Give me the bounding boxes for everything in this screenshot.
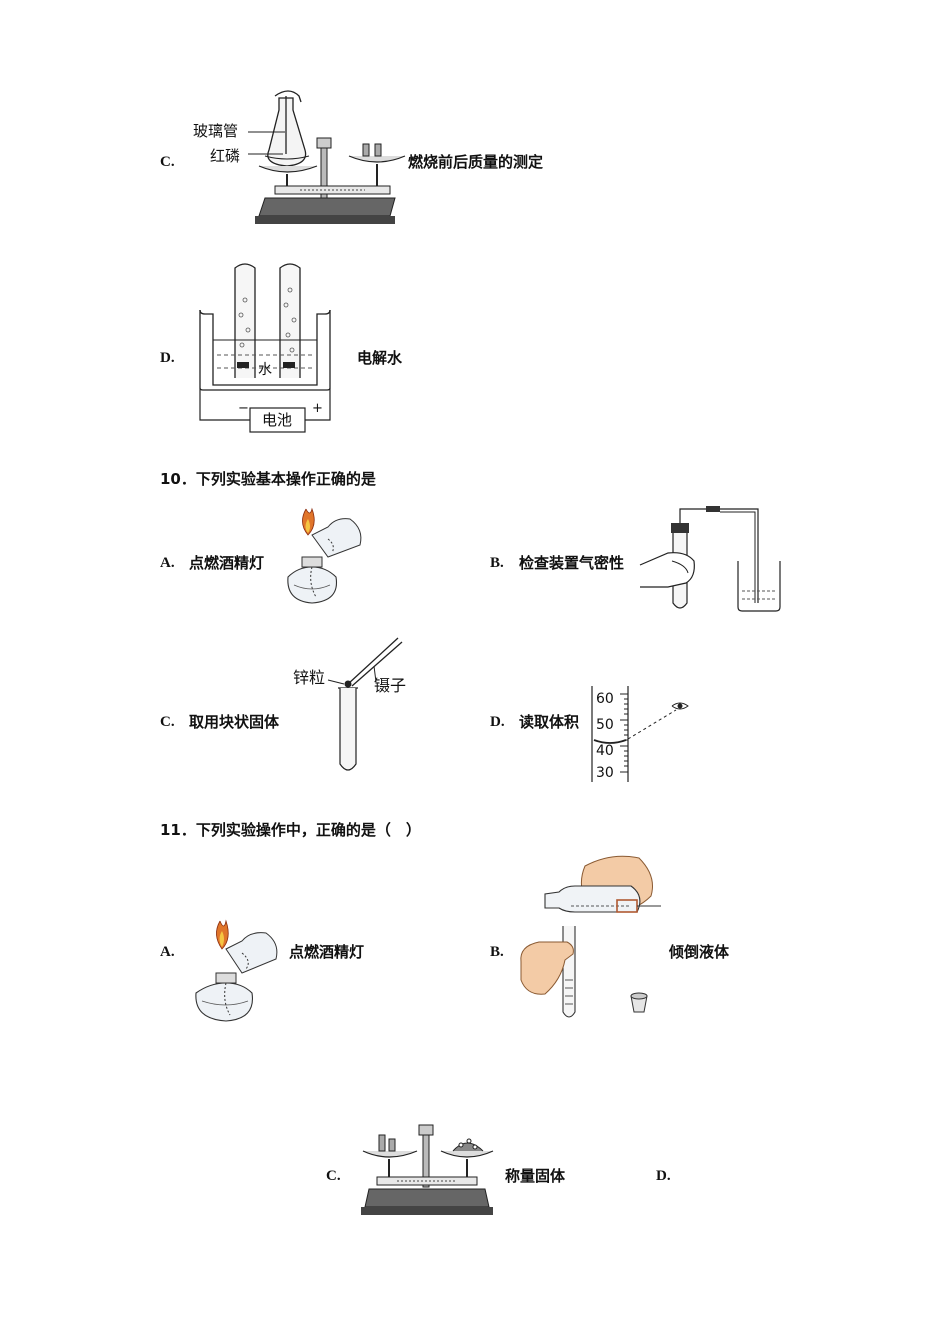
question-stem: 11．下列实验操作中，正确的是（ ） (160, 821, 421, 839)
option-caption: 检查装置气密性 (519, 554, 625, 572)
label-minus: − (238, 401, 249, 416)
option-letter: C. (160, 714, 175, 730)
option-letter: C. (160, 154, 175, 170)
option-caption: 点燃酒精灯 (189, 554, 265, 572)
electrolysis-illustration (199, 263, 331, 433)
option-caption: 称量固体 (505, 1167, 566, 1185)
balance-weighing-illustration (361, 1124, 494, 1215)
option-letter: D. (490, 714, 505, 730)
test-tube-tweezers-illustration (327, 637, 403, 771)
option-caption: 倾倒液体 (669, 943, 730, 961)
scale-label-60: 60 (596, 691, 614, 707)
label-battery: 电池 (262, 411, 293, 429)
option-caption: 取用块状固体 (189, 713, 280, 731)
alcohol-lamp-illustration (195, 919, 278, 1022)
option-letter: C. (326, 1168, 341, 1184)
scale-label-50: 50 (596, 717, 614, 733)
label-zinc: 锌粒 (293, 668, 326, 687)
graduated-cylinder-illustration (591, 686, 689, 782)
option-letter: D. (656, 1168, 671, 1184)
option-letter: A. (160, 555, 175, 571)
question-stem: 10．下列实验基本操作正确的是 (160, 470, 376, 488)
option-caption: 读取体积 (519, 713, 580, 731)
option-letter: B. (490, 944, 504, 960)
label-tweezers: 镊子 (374, 676, 407, 695)
label-glass-tube: 玻璃管 (193, 122, 239, 140)
balance-flask-illustration (248, 90, 406, 224)
alcohol-lamp-illustration (287, 507, 362, 604)
option-caption: 电解水 (357, 349, 403, 367)
option-caption: 点燃酒精灯 (289, 943, 365, 961)
scale-label-40: 40 (596, 743, 614, 759)
airtightness-check-illustration (639, 506, 781, 612)
option-letter: B. (490, 555, 504, 571)
option-letter: D. (160, 350, 175, 366)
label-water: 水 (258, 362, 272, 378)
option-letter: A. (160, 944, 175, 960)
label-plus: + (312, 401, 323, 416)
scale-label-30: 30 (596, 765, 614, 781)
option-caption: 燃烧前后质量的测定 (408, 153, 544, 171)
label-red-phosphorus: 红磷 (210, 147, 241, 165)
pouring-liquid-illustration (520, 855, 661, 1018)
